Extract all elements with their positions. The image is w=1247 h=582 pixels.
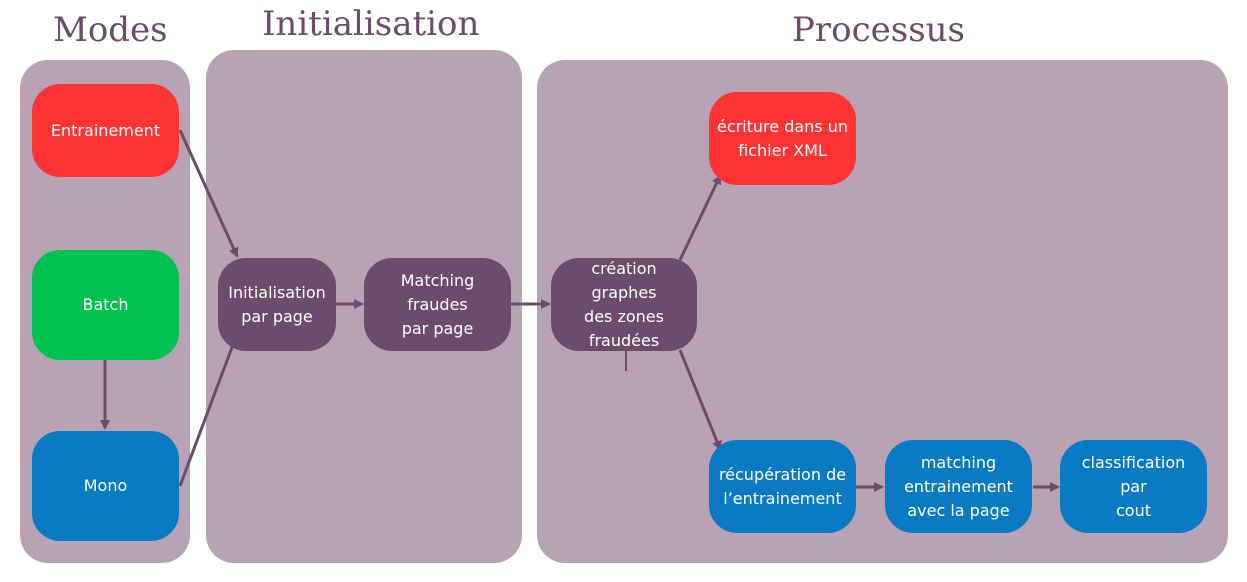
node-matching-fraudes: Matching fraudes par page xyxy=(364,258,511,351)
arrow-mono-to-init xyxy=(178,332,239,487)
node-entrainement: Entrainement xyxy=(32,84,179,177)
node-creation-graphes: création graphes des zones fraudées xyxy=(551,258,697,351)
heading-modes: Modes xyxy=(53,10,168,50)
node-batch: Batch xyxy=(32,250,179,360)
heading-processus: Processus xyxy=(792,10,966,50)
node-ecriture-xml: écriture dans un fichier XML xyxy=(709,92,856,185)
arrow-entrainement-to-init xyxy=(178,129,239,258)
node-matching-entrainement: matching entrainement avec la page xyxy=(885,440,1032,533)
arrow-creation-to-xml xyxy=(678,174,722,261)
node-mono: Mono xyxy=(32,431,179,541)
node-recuperation: récupération de l’entrainement xyxy=(709,440,856,533)
node-initialisation-par-page: Initialisation par page xyxy=(218,258,336,351)
arrow-creation-to-recuperation xyxy=(678,349,722,451)
node-classification: classification par cout xyxy=(1060,440,1207,533)
heading-initialisation: Initialisation xyxy=(262,4,480,44)
